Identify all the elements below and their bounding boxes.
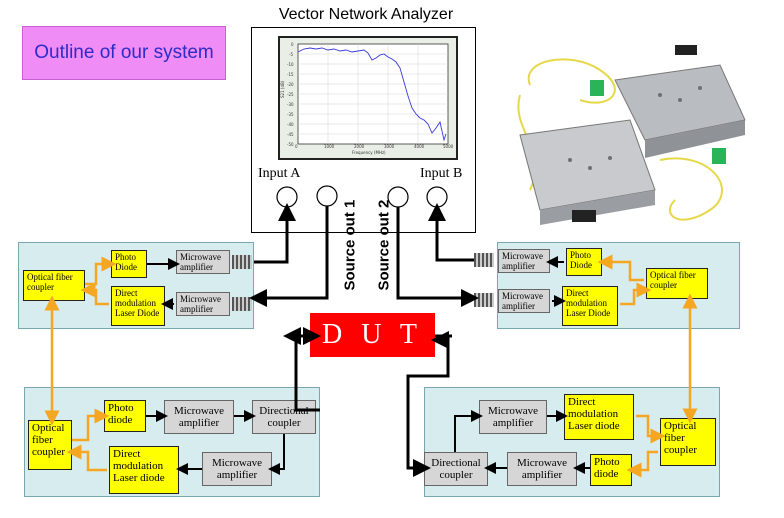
- x-tick: 4000: [414, 144, 425, 149]
- slide-title: Outline of our system: [22, 26, 226, 80]
- y-tick: -20: [287, 82, 294, 87]
- port-icon: [426, 186, 448, 208]
- connector-icon: [232, 297, 252, 311]
- y-tick: 0: [291, 42, 294, 47]
- x-axis-label: Frequency (MHz): [352, 150, 386, 155]
- bl-directional-coupler: Directional coupler: [252, 400, 316, 434]
- connector-icon: [474, 253, 494, 267]
- y-tick: -25: [287, 92, 294, 97]
- s21-trace: [297, 47, 447, 142]
- tr-mw-amp-1: Microwave amplifier: [498, 249, 550, 273]
- bl-laser-diode: Direct modulation Laser diode: [109, 446, 179, 494]
- tl-photo-diode: Photo Diode: [111, 250, 147, 278]
- x-tick: 0: [295, 144, 298, 149]
- x-tick: 5000: [443, 144, 454, 149]
- y-axis-label: S21 (dB): [280, 80, 285, 98]
- tl-mw-amp-1: Microwave amplifier: [176, 250, 230, 274]
- y-tick: -45: [287, 132, 294, 137]
- y-tick: -5: [289, 52, 293, 57]
- input-a-label: Input A: [258, 166, 301, 181]
- bl-photo-diode: Photo diode: [104, 400, 146, 432]
- y-tick: -35: [287, 112, 294, 117]
- tr-photo-diode: Photo Diode: [566, 248, 602, 276]
- dut-block: D U T: [310, 313, 435, 357]
- vna-trace-plot: 0 1000 2000 3000 4000 5000 Frequency (MH…: [280, 42, 454, 155]
- tr-mw-amp-2: Microwave amplifier: [498, 289, 550, 313]
- x-tick: 3000: [384, 144, 395, 149]
- bl-mw-amp-1: Microwave amplifier: [164, 400, 234, 434]
- tl-laser-diode: Direct modulation Laser Diode: [111, 286, 165, 326]
- br-photo-diode: Photo diode: [590, 454, 632, 486]
- tl-mw-amp-2: Microwave amplifier: [176, 292, 230, 316]
- y-tick: -40: [287, 122, 294, 127]
- module-photo: [517, 45, 746, 225]
- br-mw-amp-2: Microwave amplifier: [507, 452, 577, 486]
- input-b-label: Input B: [420, 166, 463, 181]
- tr-optical-coupler: Optical fiber coupler: [646, 268, 708, 299]
- x-tick: 1000: [324, 144, 335, 149]
- port-icon: [276, 186, 298, 208]
- y-tick: -10: [287, 62, 294, 67]
- connector-icon: [474, 293, 494, 307]
- br-mw-amp-1: Microwave amplifier: [479, 400, 547, 434]
- vna-screen: 0 1000 2000 3000 4000 5000 Frequency (MH…: [278, 36, 458, 160]
- vna-title: Vector Network Analyzer: [278, 6, 454, 23]
- br-laser-diode: Direct modulation Laser diode: [564, 394, 634, 440]
- x-tick: 2000: [354, 144, 365, 149]
- y-tick: -15: [287, 72, 294, 77]
- port-icon: [316, 185, 338, 207]
- port-icon: [387, 186, 409, 208]
- y-tick: -50: [287, 142, 294, 147]
- connector-icon: [232, 255, 252, 269]
- y-tick: -30: [287, 102, 294, 107]
